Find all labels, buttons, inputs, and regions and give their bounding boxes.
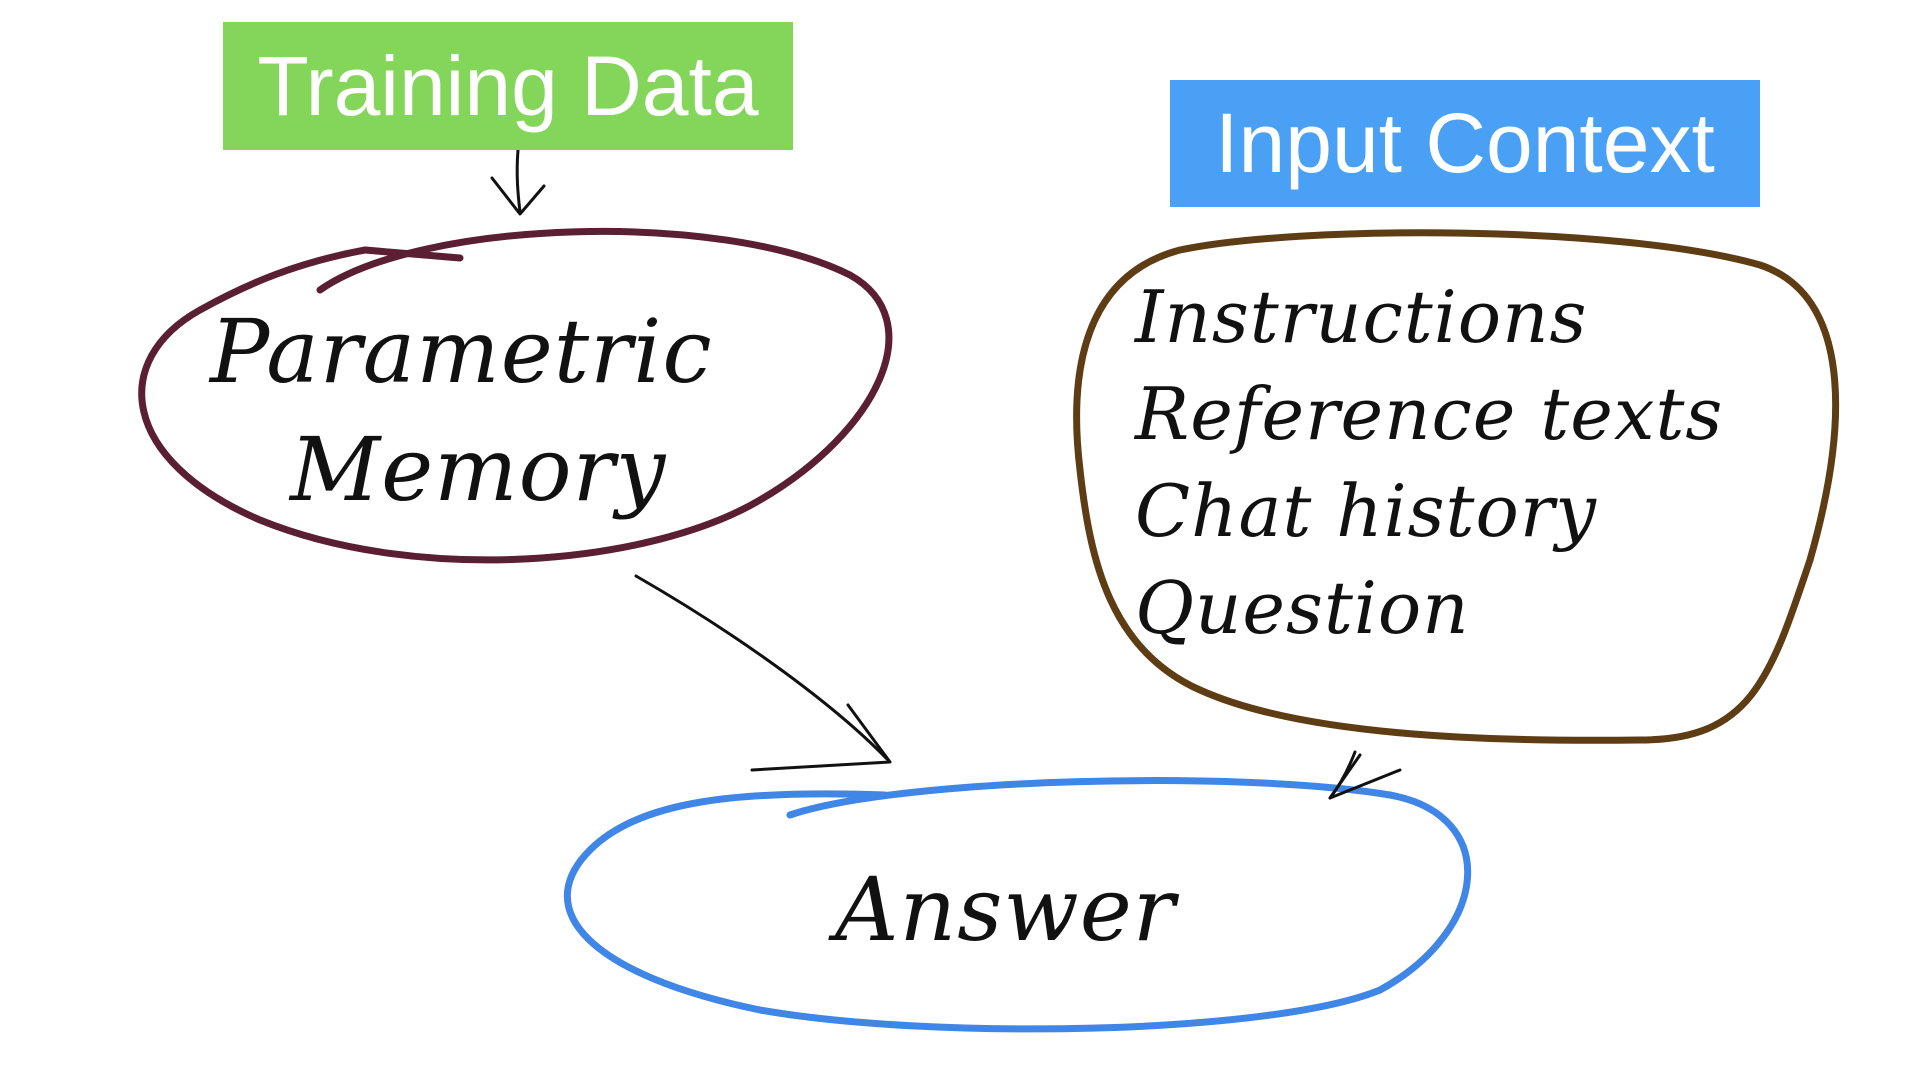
context-item-chat-history: Chat history [1135,469,1597,553]
input-context-blob [1073,229,1840,744]
training-data-label: Training Data [257,38,759,133]
input-context-box: Input Context [1170,80,1760,207]
input-context-label: Input Context [1215,96,1715,190]
memory-to-answer-arrow [634,574,890,762]
training-data-box: Training Data [223,22,793,150]
parametric-memory-label-line2: Memory [290,418,667,521]
training-to-memory-arrow [515,148,522,214]
context-item-reference-texts: Reference texts [1135,372,1724,456]
memory-to-answer-arrowhead [750,703,892,772]
answer-ellipse [563,777,1472,1033]
answer-label: Answer [835,858,1176,961]
parametric-memory-label-line1: Parametric [210,300,713,403]
context-item-instructions: Instructions [1135,275,1588,359]
context-item-question: Question [1135,566,1470,650]
context-to-answer-arrowhead [1328,753,1402,800]
parametric-memory-ellipse [138,227,893,564]
training-to-memory-arrowhead [490,176,546,216]
